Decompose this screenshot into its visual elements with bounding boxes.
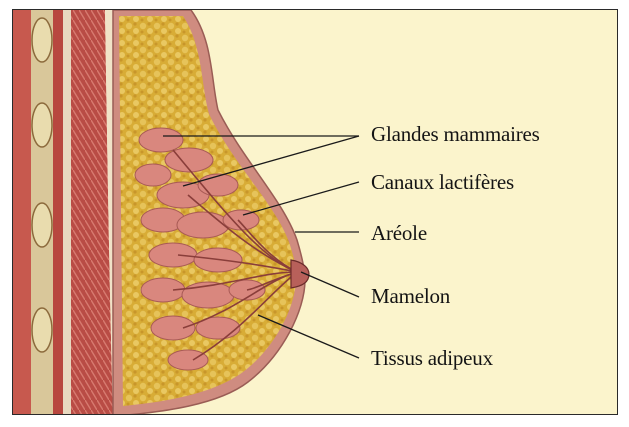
- label-areole: Aréole: [371, 221, 427, 246]
- breast-anatomy-illustration: [13, 10, 618, 415]
- label-glandes-mammaires: Glandes mammaires: [371, 122, 540, 147]
- rib-column: [13, 10, 71, 415]
- diagram-frame: Glandes mammaires Canaux lactifères Aréo…: [12, 9, 618, 415]
- label-canaux-lactiferes: Canaux lactifères: [371, 170, 514, 195]
- label-tissus-adipeux: Tissus adipeux: [371, 346, 493, 371]
- label-mamelon: Mamelon: [371, 284, 450, 309]
